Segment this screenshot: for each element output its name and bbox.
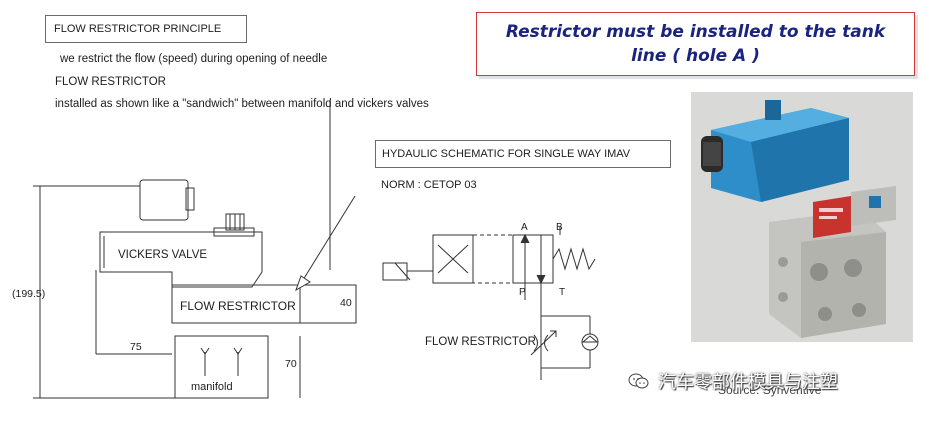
port-t-label: T (559, 287, 566, 298)
install-note-line-1: Restrictor must be installed to the tank (505, 22, 886, 42)
hydraulic-schematic (382, 226, 599, 380)
principle-title-box: FLOW RESTRICTOR PRINCIPLE (45, 15, 247, 43)
dimension-70: 70 (285, 358, 297, 370)
wechat-icon (628, 372, 650, 395)
principle-subtitle: FLOW RESTRICTOR (55, 76, 166, 88)
schematic-title: HYDAULIC SCHEMATIC FOR SINGLE WAY IMAV (382, 148, 631, 160)
principle-line-2: installed as shown like a "sandwich" bet… (55, 98, 429, 110)
install-note-callout: Restrictor must be installed to the tank… (476, 12, 915, 76)
schematic-restrictor-label: FLOW RESTRICTOR (425, 336, 536, 348)
manifold-label: manifold (191, 381, 233, 393)
port-a-label: A (521, 222, 528, 233)
photo-source-credit: Source: Synventive (718, 383, 822, 397)
dimension-40: 40 (340, 297, 352, 309)
principle-title: FLOW RESTRICTOR PRINCIPLE (54, 23, 222, 35)
schematic-title-box: HYDAULIC SCHEMATIC FOR SINGLE WAY IMAV (375, 140, 671, 168)
dimension-height: (199.5) (12, 288, 46, 300)
principle-line-1: we restrict the flow (speed) during open… (60, 53, 328, 65)
watermark-text: 汽车零部件模具与注塑 (658, 372, 838, 393)
valve-assembly-drawing (33, 100, 357, 399)
flow-restrictor-block-label: FLOW RESTRICTOR (180, 299, 296, 313)
vickers-valve-label: VICKERS VALVE (118, 249, 208, 261)
product-photo (691, 92, 913, 342)
install-note-line-2: line ( hole A ) (631, 46, 760, 66)
schematic-norm: NORM : CETOP 03 (381, 179, 477, 191)
port-b-label: B (556, 222, 563, 233)
dimension-75: 75 (130, 341, 142, 353)
port-p-label: P (519, 287, 526, 298)
valve-photo-image (691, 92, 913, 342)
